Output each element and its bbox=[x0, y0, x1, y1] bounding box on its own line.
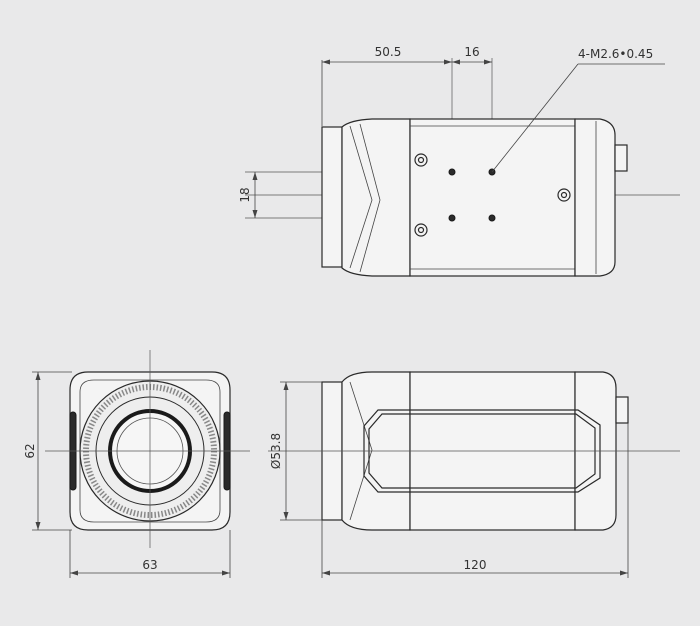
dim-arrow bbox=[222, 570, 230, 576]
dim-label-120: 120 bbox=[464, 558, 487, 572]
top-screw-rear bbox=[557, 188, 571, 202]
dim-arrow bbox=[620, 570, 628, 576]
top-screw-rear-head bbox=[560, 191, 568, 199]
dim-label-lens-diameter: Ø53.8 bbox=[269, 433, 283, 469]
dim-label-18: 18 bbox=[238, 187, 252, 202]
dim-arrow bbox=[283, 382, 289, 390]
top-front-bezel bbox=[341, 118, 411, 277]
dim-arrow bbox=[322, 59, 330, 65]
top-screw-lower bbox=[414, 223, 428, 237]
top-rear-connector bbox=[614, 144, 628, 172]
dim-arrow bbox=[70, 570, 78, 576]
top-bezel-bevel-inner bbox=[359, 123, 381, 273]
mount-hole bbox=[488, 214, 496, 222]
dim-label-62: 62 bbox=[23, 443, 37, 458]
top-screw-lower-head bbox=[417, 226, 425, 234]
top-screw-upper bbox=[414, 153, 428, 167]
side-view: Ø53.8 120 bbox=[268, 371, 680, 578]
dim-arrow bbox=[252, 210, 258, 218]
front-body-inner bbox=[79, 379, 221, 523]
callout-leader bbox=[491, 63, 579, 173]
dim-label-50-5: 50.5 bbox=[375, 45, 402, 59]
top-bezel-bevel bbox=[349, 125, 373, 269]
side-label-recess-inner bbox=[368, 413, 596, 489]
dim-arrow bbox=[35, 372, 41, 380]
dim-arrow bbox=[484, 59, 492, 65]
side-rear-connector bbox=[615, 396, 629, 424]
top-screw-upper-head bbox=[417, 156, 425, 164]
top-rear-cover bbox=[574, 118, 616, 277]
side-bezel-bevel bbox=[349, 381, 373, 521]
dim-arrow bbox=[35, 522, 41, 530]
top-lens-ring bbox=[321, 126, 343, 268]
dim-arrow bbox=[452, 59, 460, 65]
dim-arrow bbox=[252, 172, 258, 180]
side-label-recess bbox=[363, 409, 601, 493]
thread-callout-label: 4-M2.6•0.45 bbox=[578, 47, 653, 61]
top-main-body bbox=[409, 118, 576, 277]
dim-arrow bbox=[283, 512, 289, 520]
front-view: 62 63 bbox=[23, 350, 250, 578]
mount-hole bbox=[448, 168, 456, 176]
top-view: 50.5 16 4-M2.6•0.45 18 bbox=[238, 45, 680, 277]
dim-label-16: 16 bbox=[464, 45, 479, 59]
dim-arrow bbox=[322, 570, 330, 576]
dim-label-63: 63 bbox=[142, 558, 157, 572]
dim-arrow bbox=[444, 59, 452, 65]
mount-hole bbox=[448, 214, 456, 222]
